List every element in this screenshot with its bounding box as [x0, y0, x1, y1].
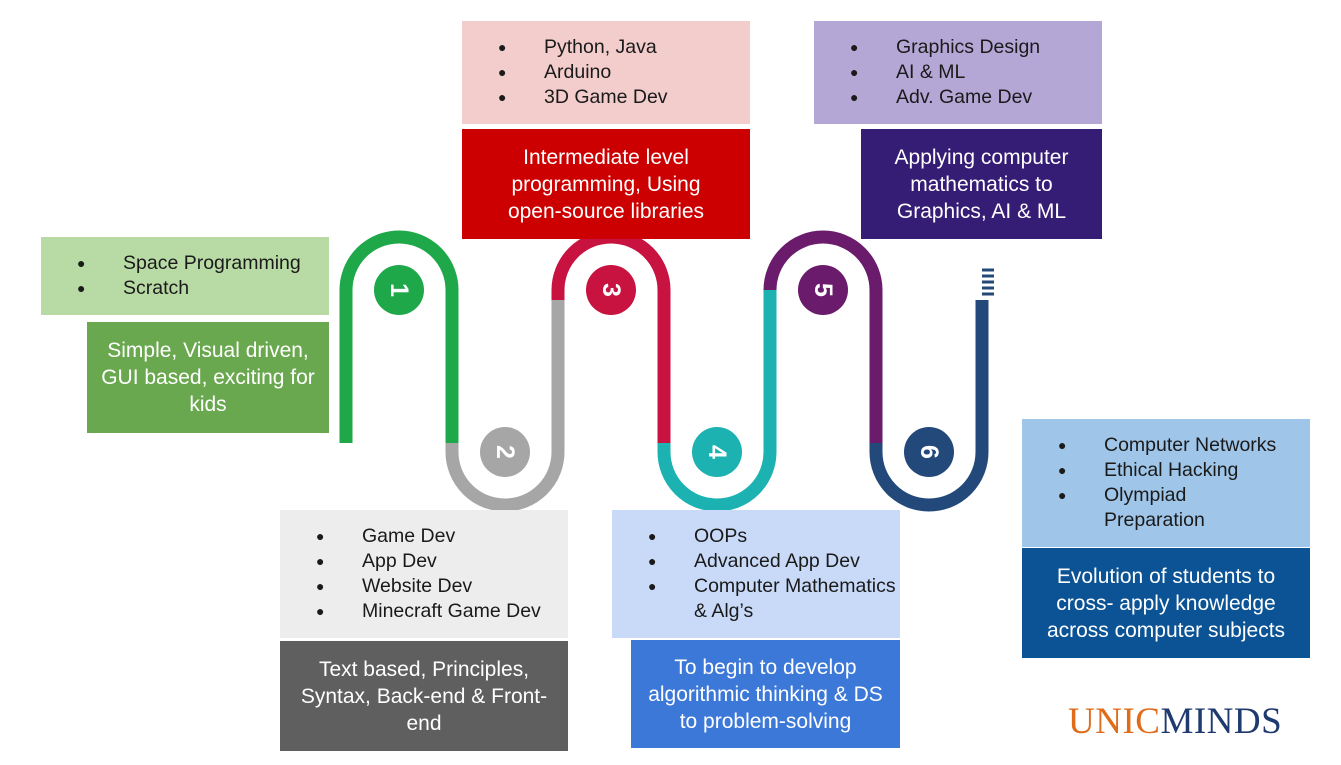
stage-1-marker: 1 — [374, 265, 424, 315]
stage-1-topics: Space Programming Scratch — [41, 237, 329, 315]
topic-item: Advanced App Dev — [648, 549, 900, 574]
topic-item: App Dev — [316, 549, 568, 574]
path-end-dashes — [982, 268, 994, 296]
path-segment-6 — [869, 300, 989, 512]
stage-5-description: Applying computer mathematics to Graphic… — [861, 129, 1102, 239]
description-text: Intermediate level programming, Using op… — [507, 145, 705, 223]
topic-item: Scratch — [77, 276, 329, 301]
stage-3-marker: 3 — [586, 265, 636, 315]
svg-text:1: 1 — [385, 283, 413, 297]
topic-item: 3D Game Dev — [498, 85, 750, 110]
topic-item: Ethical Hacking — [1058, 458, 1310, 483]
topic-item: Space Programming — [77, 251, 329, 276]
stage-6-topics: Computer Networks Ethical Hacking Olympi… — [1022, 419, 1310, 547]
stage-6-marker: 6 — [904, 427, 954, 477]
stage-4-description: To begin to develop algorithmic thinking… — [631, 640, 900, 748]
path-segment-1 — [339, 230, 459, 443]
svg-text:5: 5 — [809, 283, 837, 297]
description-text: Text based, Principles, Syntax, Back-end… — [300, 657, 548, 735]
stage-5-topics: Graphics Design AI & ML Adv. Game Dev — [814, 21, 1102, 124]
stage-2-marker: 2 — [480, 427, 530, 477]
stage-2-description: Text based, Principles, Syntax, Back-end… — [280, 641, 568, 751]
brand-logo: UNICMINDS — [1068, 700, 1282, 743]
stage-1-description: Simple, Visual driven, GUI based, exciti… — [87, 322, 329, 433]
topic-item: AI & ML — [850, 60, 1102, 85]
topic-item: Adv. Game Dev — [850, 85, 1102, 110]
topic-item: Website Dev — [316, 574, 568, 599]
path-segment-2 — [445, 300, 565, 512]
topic-item: Computer Mathematics & Alg’s — [648, 574, 900, 624]
topic-item: Graphics Design — [850, 35, 1102, 60]
topic-item: OOPs — [648, 524, 900, 549]
svg-text:6: 6 — [915, 445, 943, 459]
description-text: Simple, Visual driven, GUI based, exciti… — [101, 339, 315, 416]
topic-item: Computer Networks — [1058, 433, 1310, 458]
svg-text:4: 4 — [703, 445, 731, 459]
logo-part-minds: MINDS — [1160, 701, 1283, 742]
stage-3-description: Intermediate level programming, Using op… — [462, 129, 750, 239]
svg-text:2: 2 — [491, 445, 519, 459]
path-segment-5 — [763, 230, 883, 443]
topic-item: Python, Java — [498, 35, 750, 60]
topic-item: Olympiad Preparation — [1058, 483, 1310, 533]
description-text: Applying computer mathematics to Graphic… — [894, 145, 1069, 223]
stage-4-marker: 4 — [692, 427, 742, 477]
description-text: To begin to develop algorithmic thinking… — [648, 655, 883, 733]
logo-part-unic: UNIC — [1068, 701, 1161, 742]
path-segment-4 — [657, 290, 777, 512]
stage-6-description: Evolution of students to cross- apply kn… — [1022, 548, 1310, 658]
topic-item: Arduino — [498, 60, 750, 85]
stage-4-topics: OOPs Advanced App Dev Computer Mathemati… — [612, 510, 900, 638]
stage-3-topics: Python, Java Arduino 3D Game Dev — [462, 21, 750, 124]
svg-text:3: 3 — [597, 283, 625, 297]
topic-item: Game Dev — [316, 524, 568, 549]
topic-item: Minecraft Game Dev — [316, 599, 568, 624]
stage-5-marker: 5 — [798, 265, 848, 315]
stage-2-topics: Game Dev App Dev Website Dev Minecraft G… — [280, 510, 568, 638]
description-text: Evolution of students to cross- apply kn… — [1046, 564, 1286, 642]
